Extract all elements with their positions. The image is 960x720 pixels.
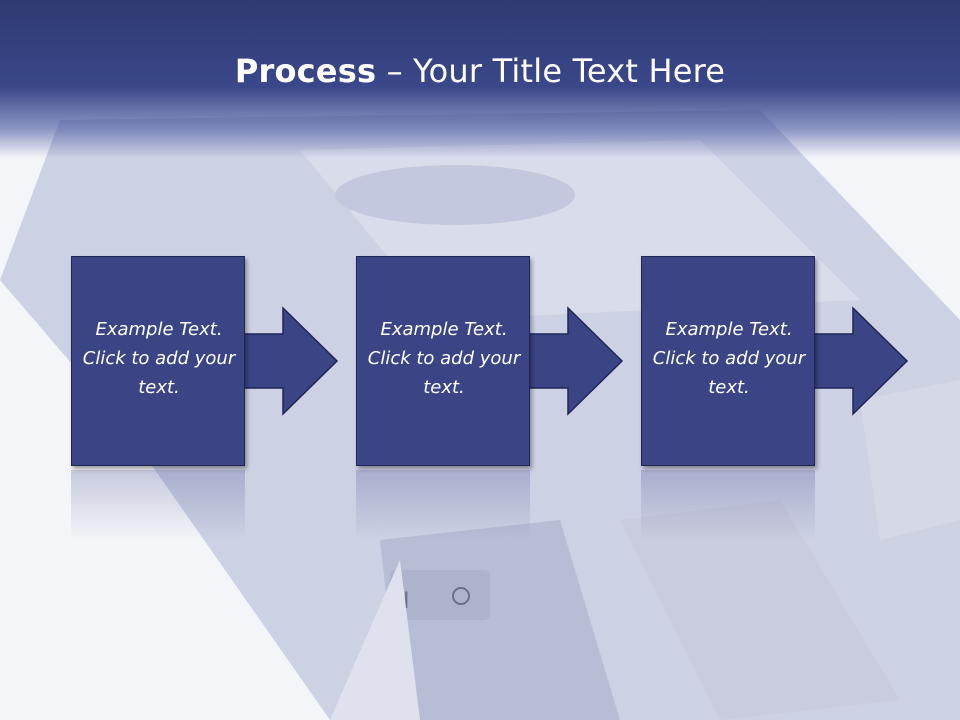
arrow-right-icon — [525, 306, 624, 416]
arrow-right-icon — [240, 306, 339, 416]
title-rest: – Your Title Text Here — [376, 52, 726, 90]
process-step-2[interactable]: Example Text. Click to add your text. — [356, 256, 626, 468]
header-band — [0, 0, 960, 158]
step-reflection — [71, 470, 245, 540]
step-reflection — [641, 470, 815, 540]
step-box[interactable]: Example Text. Click to add your text. — [71, 256, 245, 466]
step-text[interactable]: Example Text. Click to add your text. — [82, 319, 236, 398]
step-box[interactable]: Example Text. Click to add your text. — [356, 256, 530, 466]
title-bold: Process — [234, 52, 377, 90]
process-step-1[interactable]: Example Text. Click to add your text. — [71, 256, 341, 468]
step-text[interactable]: Example Text. Click to add your text. — [652, 319, 806, 398]
arrow-right-icon — [810, 306, 909, 416]
step-text[interactable]: Example Text. Click to add your text. — [367, 319, 521, 398]
page-title[interactable]: Process – Your Title Text Here — [0, 52, 960, 90]
step-box[interactable]: Example Text. Click to add your text. — [641, 256, 815, 466]
svg-text:I: I — [403, 589, 410, 614]
step-reflection — [356, 470, 530, 540]
process-step-3[interactable]: Example Text. Click to add your text. — [641, 256, 911, 468]
